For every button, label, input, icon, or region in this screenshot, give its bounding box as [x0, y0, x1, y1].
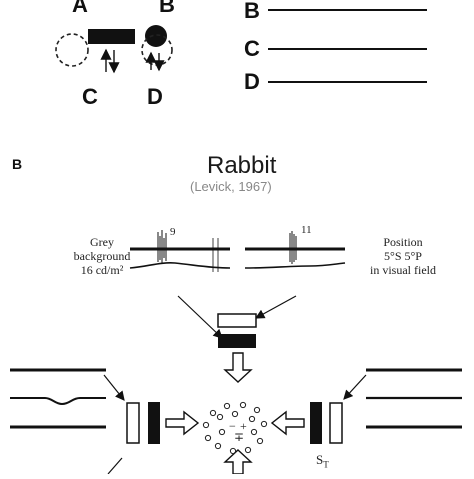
position-label-b: B [159, 0, 175, 17]
trace-label-b: B [244, 0, 260, 23]
hollow-arrow-up [223, 449, 253, 475]
left-note-line-3: 16 cd/m² [80, 263, 124, 277]
corner-label: ST [316, 453, 329, 472]
left-black-bar [148, 402, 160, 444]
right-note-line-1: Position [383, 235, 423, 249]
position-label-d: D [147, 84, 163, 109]
black-bar [218, 334, 256, 348]
left-note: Grey background 16 cd/m² [70, 235, 134, 277]
left-white-bar [126, 402, 140, 444]
left-note-line-1: Grey [90, 235, 114, 249]
center-symbol-plus: + [240, 419, 247, 433]
arrow-left-bottom [107, 457, 123, 475]
corner-label-main: S [316, 452, 324, 467]
arrow-right-to-bars [343, 374, 367, 400]
left-note-line-2: background [73, 249, 131, 263]
left-trace-mid [10, 397, 106, 406]
arrow-left-to-bars [103, 374, 125, 401]
position-label-a: A [72, 0, 88, 17]
citation: (Levick, 1967) [190, 179, 272, 194]
right-note-line-2: 5°S 5°P [384, 249, 422, 263]
hollow-arrow-left [270, 410, 305, 436]
position-label-c: C [82, 84, 98, 109]
trace-label-d: D [244, 69, 260, 94]
black-bar-stimulus [88, 29, 135, 44]
hollow-arrow-right [165, 410, 200, 436]
recording-right [244, 231, 346, 269]
figure-title: Rabbit [207, 152, 277, 179]
center-symbol-minusplus: ∓ [234, 430, 245, 444]
right-note: Position 5°S 5°P in visual field [358, 235, 448, 277]
spike-count-right: 11 [301, 224, 312, 236]
white-bar [217, 313, 257, 328]
arrow-to-bars-left [177, 295, 223, 339]
hollow-arrow-down [223, 352, 253, 383]
panel-letter-b: B [12, 156, 23, 172]
trace-label-c: C [244, 36, 260, 61]
corner-label-sub: T [323, 459, 329, 470]
right-white-bar [329, 402, 343, 444]
arrow-to-bars-right [254, 295, 297, 319]
dashed-field-c [55, 33, 89, 67]
right-black-bar [310, 402, 322, 444]
spike-count-left: 9 [170, 226, 176, 238]
black-spot-stimulus [145, 25, 167, 47]
receptive-field-map [202, 401, 268, 455]
right-note-line-3: in visual field [370, 263, 436, 277]
recording-left [129, 230, 231, 272]
center-symbol-minus: − [229, 419, 236, 433]
